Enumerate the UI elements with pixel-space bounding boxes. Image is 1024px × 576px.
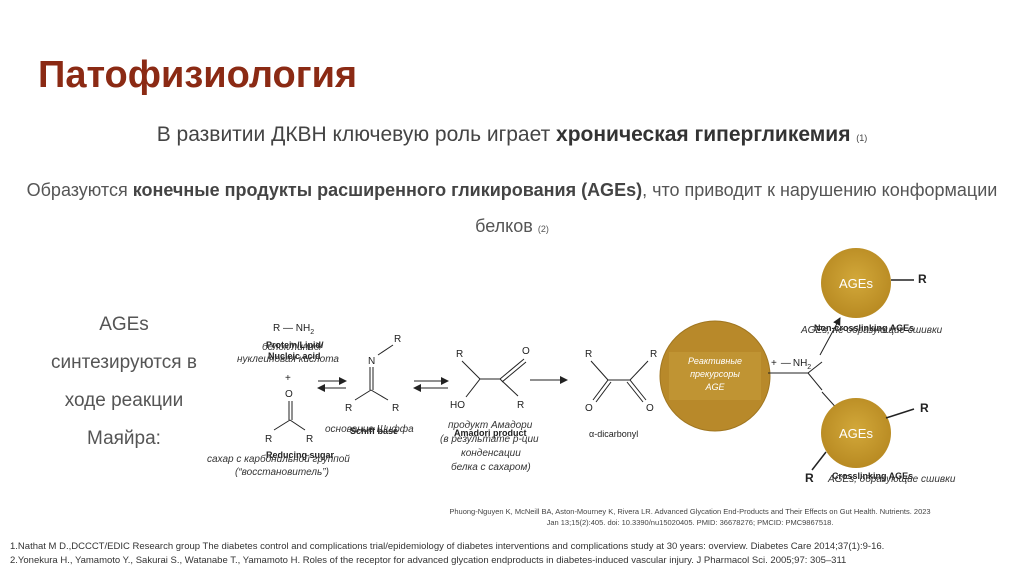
citation-line-2: Jan 13;15(2):405. doi: 10.3390/nu1502040…	[546, 518, 834, 527]
schiff-r-top: R	[394, 334, 401, 345]
amadori-label-en: Amadori product	[454, 428, 527, 438]
references: 1.Nathat M D.,DCCCT/EDIC Research group …	[10, 540, 884, 568]
sugar-oxygen: O	[285, 389, 293, 400]
amadori-label-ru: продукт Амадори	[448, 420, 533, 431]
reference-item: 2.Yonekura H., Yamamoto Y., Sakurai S., …	[10, 555, 847, 566]
ages-bottom-r-left: R	[805, 471, 814, 485]
ages-label-bottom: AGEs	[839, 426, 873, 441]
protein-label-en: Protein/Lipid/	[266, 340, 324, 350]
protein-label-ru-2: нуклеиновая кислота	[237, 354, 339, 365]
schiff-r-right: R	[392, 403, 399, 414]
sugar-r2: R	[306, 434, 313, 445]
ages-circle-top	[821, 248, 891, 318]
non-crosslinking-label-ru: AGEs, не образующие сшивки	[800, 324, 943, 336]
precursor-label-3: AGE	[704, 382, 725, 392]
precursor-label-1: Реактивные	[688, 356, 742, 366]
ages-top-r: R	[918, 272, 927, 286]
side-caption: AGEs синтезируются в ходе реакции Маяйра…	[40, 306, 208, 458]
plus-amine: +—NH2	[771, 358, 811, 371]
schiff-base-label-ru: основание Шиффа	[325, 423, 414, 435]
ages-label-top: AGEs	[839, 276, 873, 291]
reducing-sugar-label-en: Reducing sugar	[266, 450, 335, 460]
schiff-base-label-en: Schiff base	[350, 426, 398, 436]
amine-formula: R — NH2	[273, 323, 314, 336]
amadori-hydroxyl: HO	[450, 400, 465, 411]
protein-label-ru: белок/липид/	[262, 341, 323, 353]
amadori-label-ru-3: конденсации	[461, 448, 521, 459]
reducing-sugar-label-ru: сахар с карбонильной группой	[207, 453, 350, 465]
dicarbonyl-label: α-dicarbonyl	[589, 429, 638, 439]
amadori-r-left: R	[456, 349, 463, 360]
ages-statement-text: Образуются	[26, 180, 133, 200]
ages-statement: Образуются конечные продукты расширенног…	[0, 172, 1024, 247]
ages-statement-emphasis: конечные продукты расширенного гликирова…	[132, 180, 643, 200]
main-statement-text: В развитии ДКВН ключевую роль играет	[156, 123, 557, 146]
amadori-oxygen: O	[522, 346, 530, 357]
side-caption-line: ходе реакции	[64, 390, 184, 411]
page-title: Патофизиология	[38, 54, 358, 96]
dicarbonyl-oxygen-right: O	[646, 403, 654, 414]
dicarbonyl-r-left: R	[585, 349, 592, 360]
reference-marker-1: (1)	[856, 133, 868, 143]
main-statement-emphasis: хроническая гипергликемия	[556, 123, 851, 146]
dicarbonyl-oxygen-left: O	[585, 403, 593, 414]
side-caption-line: AGEs	[99, 314, 149, 335]
amadori-label-ru-4: белка с сахаром)	[451, 461, 531, 473]
dicarbonyl-r-right: R	[650, 349, 657, 360]
side-caption-line: синтезируются в	[51, 352, 197, 373]
crosslinking-label-en: Crosslinking AGEs	[832, 471, 913, 481]
non-crosslinking-label-en: Non-crosslinking AGEs	[814, 323, 914, 333]
precursor-label-2: прекурсоры	[690, 369, 740, 379]
reference-item: 1.Nathat M D.,DCCCT/EDIC Research group …	[10, 541, 885, 552]
citation-line-1: Phuong-Nguyen K, McNeill BA, Aston-Mourn…	[449, 507, 931, 516]
main-statement: В развитии ДКВН ключевую роль играет хро…	[0, 123, 1024, 147]
schiff-r-left: R	[345, 403, 352, 414]
amadori-label-ru-2: (в результате р-ции	[440, 434, 539, 445]
reference-marker-2: (2)	[537, 224, 549, 234]
side-caption-line: Маяйра:	[87, 428, 161, 449]
amadori-r-right: R	[517, 400, 524, 411]
figure-citation: Phuong-Nguyen K, McNeill BA, Aston-Mourn…	[400, 506, 980, 528]
protein-label-en-2: Nucleic acid	[268, 351, 321, 361]
ages-circle-bottom	[821, 398, 891, 468]
sugar-r1: R	[265, 434, 272, 445]
plus-sign: +	[285, 373, 291, 384]
ages-bottom-r-right: R	[920, 401, 929, 415]
ages-statement-tail: , что приводит к нарушению конформации б…	[475, 180, 998, 236]
crosslinking-label-ru: AGEs, образующие сшивки	[827, 473, 956, 485]
schiff-nitrogen: N	[368, 356, 375, 367]
reducing-sugar-label-ru-2: (“восстановитель”)	[235, 467, 329, 478]
